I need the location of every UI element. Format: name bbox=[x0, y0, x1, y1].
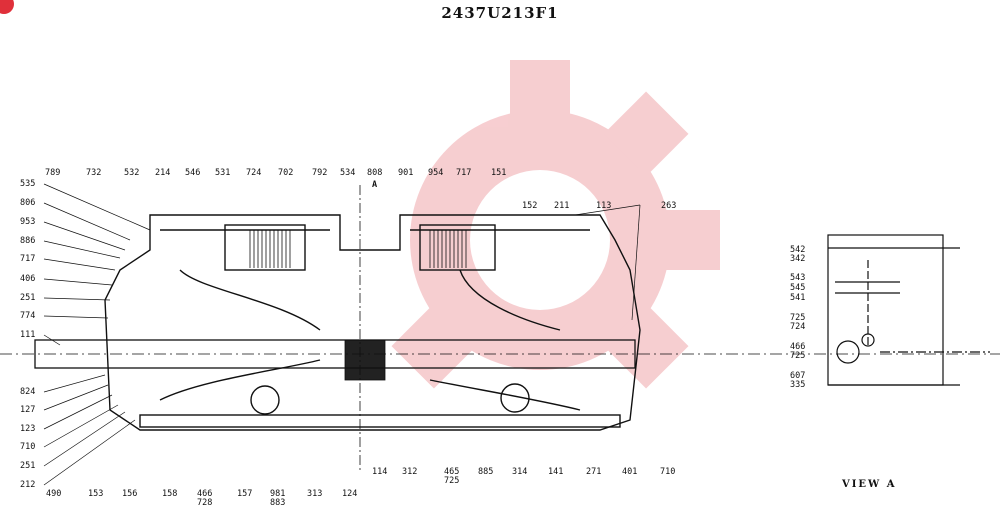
part-label: 702 bbox=[278, 168, 294, 178]
part-label: 546 bbox=[185, 168, 201, 178]
view-a-caption: VIEW A bbox=[842, 479, 897, 490]
part-label: 156 bbox=[122, 489, 138, 499]
part-label: 152 bbox=[522, 201, 538, 211]
part-label: 981 bbox=[270, 489, 286, 499]
part-label: 490 bbox=[46, 489, 62, 499]
part-label: 335 bbox=[790, 380, 806, 390]
part-label: 466 bbox=[197, 489, 213, 499]
red-circle-badge-icon bbox=[0, 0, 14, 14]
rotor-hatching bbox=[249, 230, 467, 381]
part-label: 808 bbox=[367, 168, 383, 178]
part-label: 113 bbox=[596, 201, 612, 211]
part-label: 263 bbox=[661, 201, 677, 211]
part-label: 541 bbox=[790, 293, 806, 303]
part-label: 725 bbox=[444, 476, 460, 486]
part-label: 883 bbox=[270, 498, 286, 508]
part-label: 717 bbox=[20, 254, 36, 264]
part-label: 824 bbox=[20, 387, 36, 397]
part-label: 211 bbox=[554, 201, 570, 211]
part-label: 214 bbox=[155, 168, 171, 178]
part-label: 124 bbox=[342, 489, 358, 499]
gear-watermark-icon bbox=[391, 60, 720, 389]
part-label: 545 bbox=[790, 283, 806, 293]
part-label: 724 bbox=[790, 322, 806, 332]
part-label: 251 bbox=[20, 461, 36, 471]
part-label: 885 bbox=[478, 467, 494, 477]
part-label: 531 bbox=[215, 168, 231, 178]
part-label: 465 bbox=[444, 467, 460, 477]
part-label: 543 bbox=[790, 273, 806, 283]
part-label: 542 bbox=[790, 245, 806, 255]
part-label: 153 bbox=[88, 489, 104, 499]
part-label: 710 bbox=[20, 442, 36, 452]
part-label: 314 bbox=[512, 467, 528, 477]
part-label: 401 bbox=[622, 467, 638, 477]
part-label: 732 bbox=[86, 168, 102, 178]
part-label: 774 bbox=[20, 311, 36, 321]
part-label: 157 bbox=[237, 489, 253, 499]
part-label: 158 bbox=[162, 489, 178, 499]
part-label: 342 bbox=[790, 254, 806, 264]
part-label: 251 bbox=[20, 293, 36, 303]
part-label: 954 bbox=[428, 168, 444, 178]
part-label: 789 bbox=[45, 168, 61, 178]
pump-housing bbox=[104, 214, 641, 431]
part-label: 466 bbox=[790, 342, 806, 352]
leader-lines bbox=[43, 183, 641, 486]
part-label: 724 bbox=[246, 168, 262, 178]
part-label: 151 bbox=[491, 168, 507, 178]
part-label: 717 bbox=[456, 168, 472, 178]
view-a-drawing bbox=[827, 234, 990, 386]
part-label: 532 bbox=[124, 168, 140, 178]
part-label: 953 bbox=[20, 217, 36, 227]
part-label: 535 bbox=[20, 179, 36, 189]
part-label: 312 bbox=[402, 467, 418, 477]
section-marker: A bbox=[372, 180, 378, 190]
part-label: 406 bbox=[20, 274, 36, 284]
part-label: 313 bbox=[307, 489, 323, 499]
part-label: 792 bbox=[312, 168, 328, 178]
part-label: 725 bbox=[790, 313, 806, 323]
part-label: 901 bbox=[398, 168, 414, 178]
drawing-title: 2437U213F1 bbox=[441, 4, 559, 22]
part-label: 212 bbox=[20, 480, 36, 490]
part-label: 271 bbox=[586, 467, 602, 477]
part-label: 728 bbox=[197, 498, 213, 508]
part-label: 123 bbox=[20, 424, 36, 434]
part-label: 725 bbox=[790, 351, 806, 361]
part-label: 806 bbox=[20, 198, 36, 208]
part-label: 710 bbox=[660, 467, 676, 477]
part-label: 886 bbox=[20, 236, 36, 246]
part-label: 534 bbox=[340, 168, 356, 178]
part-label: 114 bbox=[372, 467, 388, 477]
part-label: 111 bbox=[20, 330, 36, 340]
drive-shaft bbox=[0, 185, 1000, 470]
part-label: 607 bbox=[790, 371, 806, 381]
part-label: 127 bbox=[20, 405, 36, 415]
part-label: 141 bbox=[548, 467, 564, 477]
